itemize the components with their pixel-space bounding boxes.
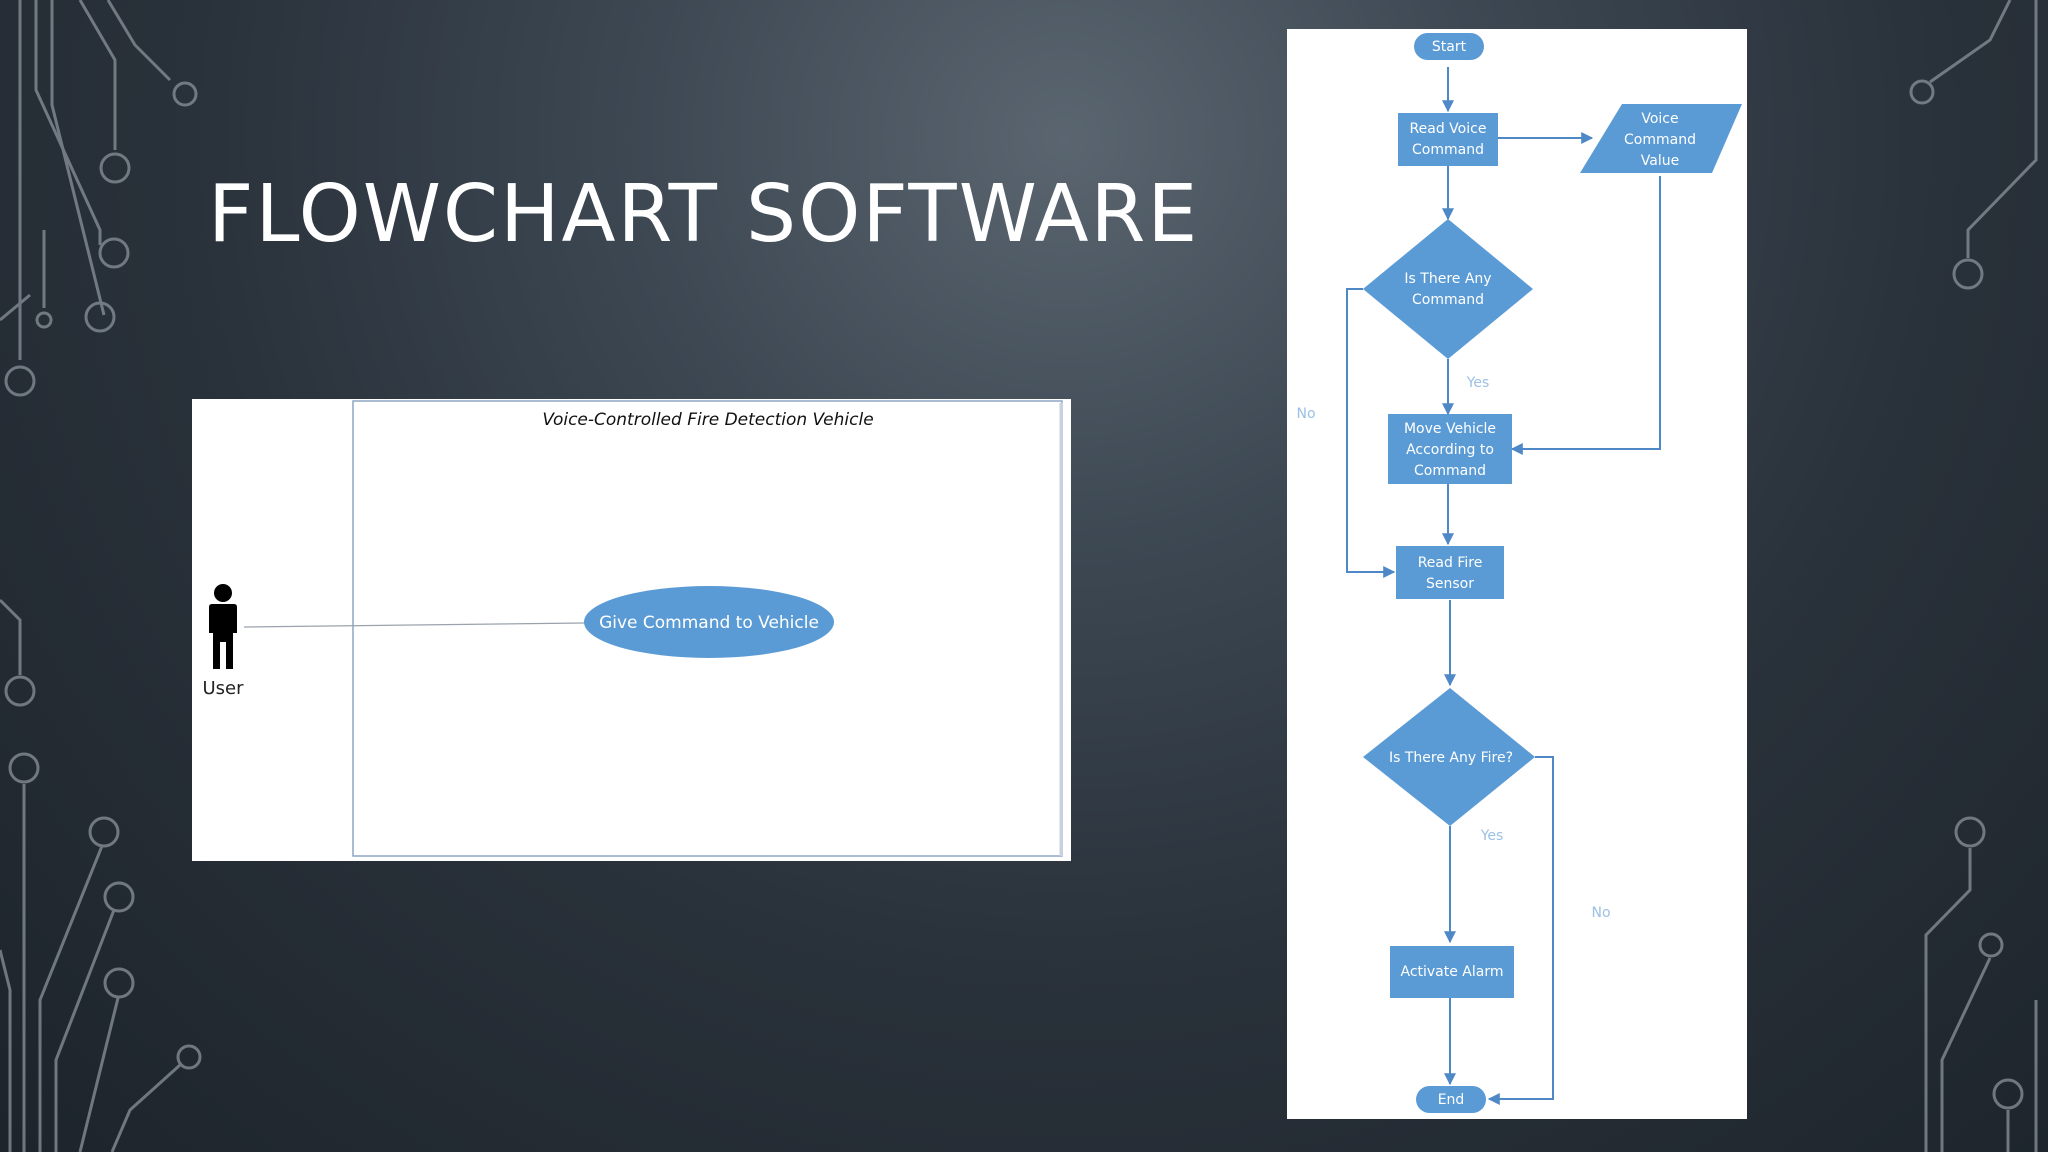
activate-alarm-label: Activate Alarm (1400, 964, 1503, 980)
move-vehicle-line-1: Move Vehicle (1404, 421, 1496, 437)
decision-fire-label: Is There Any Fire? (1389, 750, 1513, 766)
yes-label-command: Yes (1466, 375, 1490, 391)
circuit-node (103, 881, 135, 913)
circuit-node (35, 311, 53, 329)
svg-text:Command: Command (1414, 463, 1486, 479)
svg-text:Move Vehicle: Move Vehicle (1404, 421, 1496, 437)
circuit-line (1929, 0, 2012, 84)
circuit-line (106, 0, 172, 82)
circuit-node (8, 752, 40, 784)
circuit-node (1954, 816, 1986, 848)
circuit-node (1992, 1078, 2024, 1110)
read-voice-line-1: Read Voice (1410, 121, 1487, 137)
read-fire-line-1: Read Fire (1418, 555, 1483, 571)
node-voice-value: Voice Command Value (1580, 104, 1742, 173)
circuit-node (1909, 79, 1935, 105)
no-label-fire: No (1591, 905, 1610, 921)
move-vehicle-line-3: Command (1414, 463, 1486, 479)
node-start: Start (1414, 33, 1484, 60)
circuit-node (103, 967, 135, 999)
circuit-line (54, 909, 116, 1152)
node-read-voice: Read Voice Command (1398, 113, 1498, 166)
circuit-line (34, 0, 102, 245)
node-read-fire-sensor: Read Fire Sensor (1396, 546, 1504, 599)
voice-value-line-1: Voice (1641, 111, 1678, 127)
voice-value-line-2: Command (1624, 132, 1696, 148)
node-move-vehicle: Move Vehicle According to Command (1388, 414, 1512, 484)
actor-label: User (202, 678, 244, 699)
circuit-line (1966, 0, 2038, 258)
arrow-value-to-move (1510, 176, 1661, 455)
use-case-label: Give Command to Vehicle (599, 613, 819, 633)
circuit-line (0, 949, 12, 1152)
use-case-canvas: User Voice-Controlled Fire Detection Veh… (202, 400, 1063, 857)
svg-text:Sensor: Sensor (1426, 576, 1474, 592)
decision-command-line-2: Command (1412, 292, 1484, 308)
circuit-line (78, 997, 120, 1152)
svg-text:Read Voice: Read Voice (1410, 121, 1487, 137)
yes-label-fire: Yes (1480, 828, 1504, 844)
node-activate-alarm: Activate Alarm (1390, 946, 1514, 998)
move-vehicle-line-2: According to (1406, 442, 1494, 458)
start-label: Start (1432, 39, 1467, 55)
circuit-node (84, 301, 116, 333)
svg-text:Is There Any: Is There Any (1404, 271, 1491, 287)
svg-text:Command: Command (1412, 142, 1484, 158)
circuit-line (1924, 848, 1972, 1152)
circuit-line (38, 845, 104, 1152)
read-fire-line-2: Sensor (1426, 576, 1474, 592)
circuit-node (176, 1044, 202, 1070)
node-decision-command: Is There Any Command (1363, 219, 1533, 359)
circuit-node (1952, 258, 1984, 290)
use-case-ellipse (584, 586, 834, 658)
read-voice-line-2: Command (1412, 142, 1484, 158)
svg-text:Read Fire: Read Fire (1418, 555, 1483, 571)
circuit-line (50, 0, 106, 316)
svg-text:Command: Command (1412, 292, 1484, 308)
user-actor-icon (209, 584, 237, 669)
circuit-node (98, 237, 130, 269)
circuit-node (88, 816, 120, 848)
voice-value-line-3: Value (1641, 153, 1679, 169)
arrow-no-to-end (1487, 756, 1554, 1105)
system-boundary (352, 400, 1063, 857)
connectors (1346, 67, 1661, 1105)
association-line (243, 622, 586, 628)
end-label: End (1438, 1092, 1465, 1108)
node-end: End (1416, 1086, 1486, 1113)
svg-text:According to: According to (1406, 442, 1494, 458)
circuit-line (78, 0, 117, 150)
circuit-line (0, 598, 22, 675)
circuit-node (99, 152, 131, 184)
slide-title: FLOWCHART SOFTWARE (208, 168, 1200, 260)
use-case-diagram: User Voice-Controlled Fire Detection Veh… (192, 399, 1071, 861)
circuit-line (110, 1063, 182, 1152)
decision-command-line-1: Is There Any (1404, 271, 1491, 287)
svg-text:Voice: Voice (1641, 111, 1678, 127)
arrow-no-to-fire-sensor (1346, 288, 1396, 578)
flowchart: Start Read Voice Command Voice Command V… (1287, 29, 1747, 1119)
circuit-line (0, 293, 31, 322)
circuit-node (4, 675, 36, 707)
node-decision-fire: Is There Any Fire? (1363, 688, 1535, 826)
system-title: Voice-Controlled Fire Detection Vehicle (542, 410, 873, 430)
circuit-node (1978, 932, 2004, 958)
circuit-node (172, 81, 198, 107)
flowchart-canvas: Start Read Voice Command Voice Command V… (1296, 33, 1742, 1113)
svg-text:Value: Value (1641, 153, 1679, 169)
circuit-node (4, 365, 36, 397)
circuit-line (1940, 957, 1992, 1152)
svg-text:Command: Command (1624, 132, 1696, 148)
no-label-command: No (1296, 406, 1315, 422)
